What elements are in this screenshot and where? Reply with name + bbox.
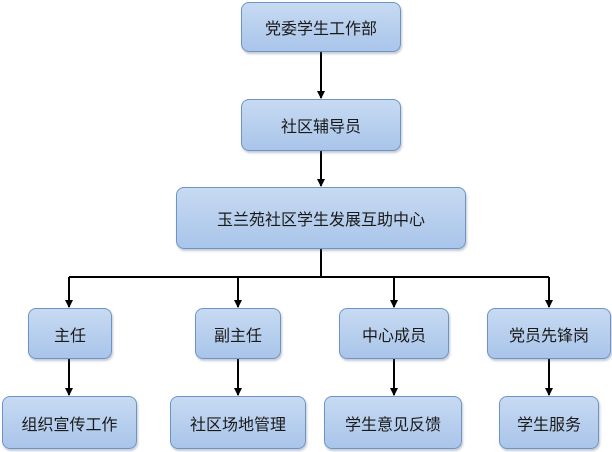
node-publicity-work: 组织宣传工作	[2, 396, 137, 449]
node-venue-management: 社区场地管理	[170, 396, 306, 449]
node-party-pioneer: 党员先锋岗	[487, 308, 611, 359]
node-center-member: 中心成员	[339, 308, 449, 359]
node-deputy-director: 副主任	[195, 308, 281, 359]
node-student-service: 学生服务	[499, 396, 599, 449]
node-label: 党员先锋岗	[508, 325, 589, 345]
node-label: 学生意见反馈	[344, 414, 441, 434]
node-label: 社区场地管理	[189, 414, 286, 434]
node-label: 组织宣传工作	[21, 414, 118, 434]
node-label: 玉兰苑社区学生发展互助中心	[216, 210, 425, 229]
node-label: 中心成员	[361, 325, 426, 345]
node-center: 玉兰苑社区学生发展互助中心	[176, 187, 466, 249]
node-label: 社区辅导员	[280, 117, 361, 136]
node-label: 学生服务	[516, 414, 581, 434]
node-director: 主任	[28, 308, 112, 359]
node-label: 党委学生工作部	[264, 19, 377, 38]
node-label: 主任	[53, 325, 86, 345]
node-label: 副主任	[213, 325, 262, 345]
node-student-feedback: 学生意见反馈	[324, 396, 462, 449]
node-party-committee: 党委学生工作部	[241, 2, 401, 52]
node-community-counselor: 社区辅导员	[241, 99, 401, 151]
